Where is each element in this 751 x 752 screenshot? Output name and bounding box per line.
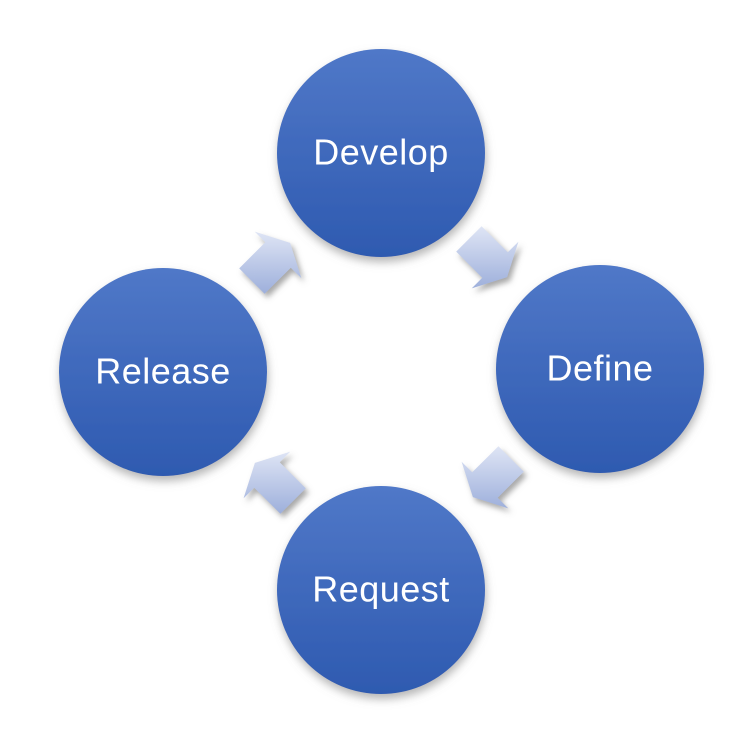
cycle-node-develop	[277, 49, 485, 257]
arrow-define-to-request	[461, 446, 524, 509]
arrow-release-to-develop	[239, 231, 302, 294]
cycle-node-develop-label: Develop	[313, 132, 449, 173]
cycle-node-request	[277, 486, 485, 694]
cycle-node-request-label: Request	[312, 569, 450, 610]
arrow-develop-to-define	[456, 226, 519, 289]
cycle-node-define-label: Define	[546, 348, 653, 389]
cycle-node-release-label: Release	[95, 351, 231, 392]
cycle-node-define	[496, 265, 704, 473]
arrow-request-to-release	[243, 451, 306, 514]
cycle-node-release	[59, 268, 267, 476]
